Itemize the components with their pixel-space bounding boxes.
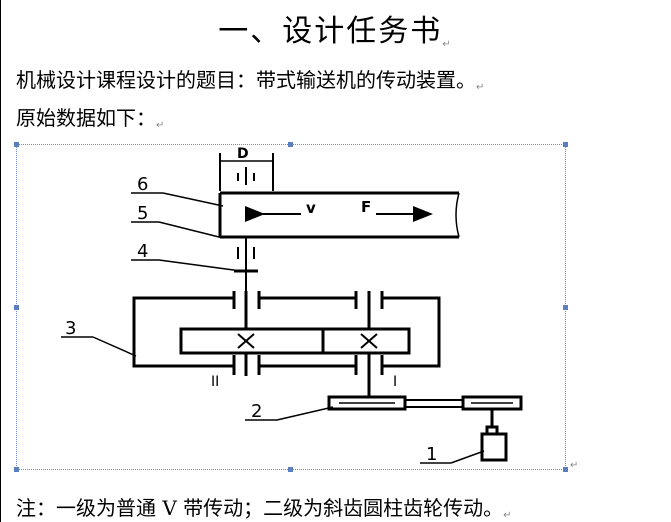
paragraph-mark: ↵ bbox=[476, 82, 485, 93]
data-text: 原始数据如下： bbox=[16, 106, 156, 130]
resize-handle-bottom-left[interactable] bbox=[14, 467, 19, 472]
paragraph-mark: ↵ bbox=[570, 460, 579, 471]
label-part-1: 1 bbox=[426, 444, 437, 465]
label-f: F bbox=[361, 198, 371, 216]
note-text: 注：一级为普通 V 带传动；二级为斜齿圆柱齿轮传动。 bbox=[16, 496, 504, 520]
paragraph-mark: ↵ bbox=[503, 510, 512, 521]
resize-handle-top-center[interactable] bbox=[288, 142, 293, 147]
note-paragraph: 注：一级为普通 V 带传动；二级为斜齿圆柱齿轮传动。↵ bbox=[16, 492, 512, 521]
label-d: D bbox=[237, 146, 249, 162]
conveyor-belt bbox=[218, 191, 460, 239]
section-title-text: 一、设计任务书 bbox=[218, 14, 443, 49]
drum-dimension bbox=[219, 153, 274, 191]
figure-selection-frame[interactable]: D v F bbox=[16, 144, 566, 470]
label-shaft-i: I bbox=[393, 374, 397, 390]
gearbox-housing bbox=[132, 296, 441, 368]
gear-pair bbox=[179, 327, 411, 355]
paragraph-mark: ↵ bbox=[442, 39, 453, 50]
resize-handle-bottom-center[interactable] bbox=[288, 467, 293, 472]
label-part-4: 4 bbox=[137, 241, 148, 262]
resize-handle-middle-left[interactable] bbox=[14, 305, 19, 310]
section-title: 一、设计任务书↵ bbox=[0, 6, 671, 50]
label-part-2: 2 bbox=[251, 401, 262, 422]
electric-motor bbox=[480, 409, 508, 462]
resize-handle-middle-right[interactable] bbox=[563, 305, 568, 310]
part-leader-lines bbox=[61, 192, 485, 464]
label-part-6: 6 bbox=[137, 174, 148, 195]
transmission-diagram: D v F bbox=[61, 146, 523, 465]
label-part-3: 3 bbox=[65, 318, 76, 339]
label-part-5: 5 bbox=[137, 203, 148, 224]
page-left-border bbox=[0, 0, 1, 522]
resize-handle-bottom-right[interactable] bbox=[563, 467, 568, 472]
intro-paragraph: 机械设计课程设计的题目：带式输送机的传动装置。↵ bbox=[16, 64, 484, 93]
label-shaft-ii: II bbox=[211, 374, 219, 390]
paragraph-mark: ↵ bbox=[156, 120, 165, 131]
v-belt-drive bbox=[327, 395, 523, 411]
resize-handle-top-right[interactable] bbox=[563, 142, 568, 147]
data-paragraph: 原始数据如下：↵ bbox=[16, 102, 164, 131]
intro-text: 机械设计课程设计的题目：带式输送机的传动装置。 bbox=[16, 68, 476, 92]
resize-handle-top-left[interactable] bbox=[14, 142, 19, 147]
label-v: v bbox=[306, 199, 316, 217]
